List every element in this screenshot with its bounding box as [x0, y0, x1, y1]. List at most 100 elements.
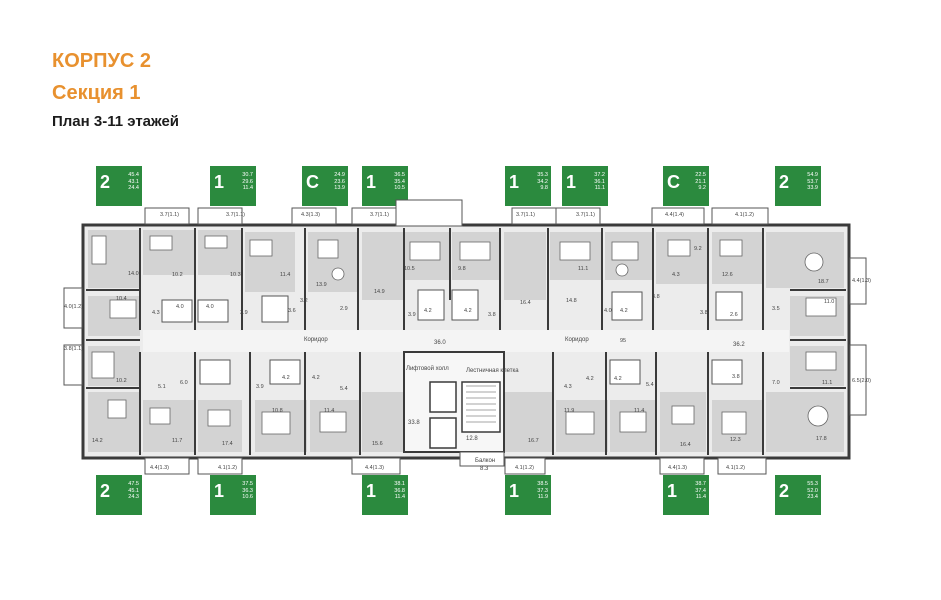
living-area: 34.2 — [537, 178, 548, 185]
living-area: 35.4 — [394, 178, 405, 185]
room-area-label: 14.2 — [92, 438, 103, 444]
furniture-piece — [207, 409, 231, 427]
furniture-piece — [805, 297, 837, 317]
room-area: 24.3 — [128, 494, 139, 501]
corridor-right-area: 36.2 — [733, 342, 745, 348]
table-piece — [331, 267, 345, 281]
small-area-label: 4.2 — [614, 376, 622, 382]
balcony-area-label: 4.3(1.3) — [301, 212, 320, 218]
small-area-label: 5.4 — [646, 382, 654, 388]
room-area-label: 9.8 — [458, 266, 466, 272]
furniture-piece — [91, 235, 107, 265]
total-area: 37.5 — [242, 481, 253, 487]
room-area-label: 4.3 — [672, 272, 680, 278]
small-area-label: 7.0 — [772, 380, 780, 386]
small-area-label: 3.9 — [408, 312, 416, 318]
furniture-piece — [261, 411, 291, 435]
apartment-type: 1 — [214, 481, 225, 501]
living-area: 36.8 — [394, 487, 405, 494]
living-area: 45.1 — [128, 487, 139, 494]
corridor-area: 36.0 — [434, 340, 446, 346]
living-area: 43.1 — [128, 178, 139, 185]
room-area: 23.4 — [807, 494, 818, 501]
total-area: 45.4 — [128, 172, 139, 178]
balcony-area-label: 4.4(1.3) — [852, 278, 871, 284]
room-area: 11.4 — [394, 494, 405, 501]
small-area-label: 4.2 — [464, 308, 472, 314]
living-area: 53.7 — [807, 178, 818, 185]
room-area-label: 10.5 — [404, 266, 415, 272]
apartment-type: 2 — [779, 172, 790, 192]
furniture-piece — [109, 299, 137, 319]
small-area-label: 9.2 — [694, 246, 702, 252]
apartment-type: 2 — [100, 481, 111, 501]
total-area: 38.7 — [695, 481, 706, 487]
room-area-label: 16.4 — [680, 442, 691, 448]
building-title: КОРПУС 2 — [52, 50, 152, 72]
small-area-label: 4.2 — [620, 308, 628, 314]
table-piece — [807, 405, 829, 427]
room-area-label: 11.4 — [324, 408, 334, 414]
small-area-label: 4.3 — [152, 310, 160, 316]
furniture-piece — [91, 351, 115, 379]
small-area-label: 4.0 — [176, 304, 184, 310]
balcony-area-label: 4.4(1.3) — [150, 465, 169, 471]
balcony-area-label: 3.7(1.1) — [576, 212, 595, 218]
furniture — [91, 235, 837, 435]
balcony-area-label: 4.1(1.2) — [735, 212, 754, 218]
small-area-label: 5.1 — [158, 384, 166, 390]
balcony-area-label: 3.7(1.1) — [370, 212, 389, 218]
furniture-piece — [319, 411, 347, 433]
total-area: 24.9 — [334, 172, 345, 178]
room-area-label: 15.6 — [372, 441, 383, 447]
small-area-label: 4.2 — [312, 375, 320, 381]
total-area: 38.5 — [537, 481, 548, 487]
furniture-piece — [149, 407, 171, 425]
total-area: 22.5 — [695, 172, 706, 178]
furniture-piece — [671, 405, 695, 425]
total-area: 30.7 — [242, 172, 253, 178]
furniture-piece — [317, 239, 339, 259]
furniture-piece — [249, 239, 273, 257]
small-area-label: 3.8 — [652, 294, 660, 300]
apartment-type: 2 — [779, 481, 790, 501]
furniture-piece — [107, 399, 127, 419]
room-area-label: 12.6 — [722, 272, 733, 278]
apartment-type: 1 — [509, 172, 520, 192]
apartment-type: 1 — [214, 172, 225, 192]
room-area-label: 10.4 — [116, 296, 127, 302]
lift-hall-area: 33.8 — [408, 420, 420, 426]
furniture-piece — [667, 239, 691, 257]
small-area-label: 3.6 — [288, 308, 296, 314]
room-area: 11.4 — [695, 494, 706, 501]
apartment-type: 2 — [100, 172, 111, 192]
total-area: 55.3 — [807, 481, 818, 487]
apartment-type: С — [667, 172, 680, 192]
furniture-piece — [409, 241, 441, 261]
section-title: Секция 1 — [52, 82, 141, 104]
small-area-label: 3.8 — [488, 312, 496, 318]
total-area: 35.3 — [537, 172, 548, 178]
room-area: 24.4 — [128, 185, 139, 192]
balcony-area-label: 3.7(1.1) — [226, 212, 245, 218]
small-area-label: 3.5 — [772, 306, 780, 312]
lift-hall-label: Лифтовой холл — [406, 365, 449, 372]
floors-title: План 3-11 этажей — [52, 113, 180, 130]
furniture-piece — [611, 241, 639, 261]
furniture-piece — [459, 241, 491, 261]
apartment-type: 1 — [366, 172, 377, 192]
room-area-label: 10.8 — [272, 408, 283, 414]
balcony-area-label: 4.4(1.3) — [365, 465, 384, 471]
